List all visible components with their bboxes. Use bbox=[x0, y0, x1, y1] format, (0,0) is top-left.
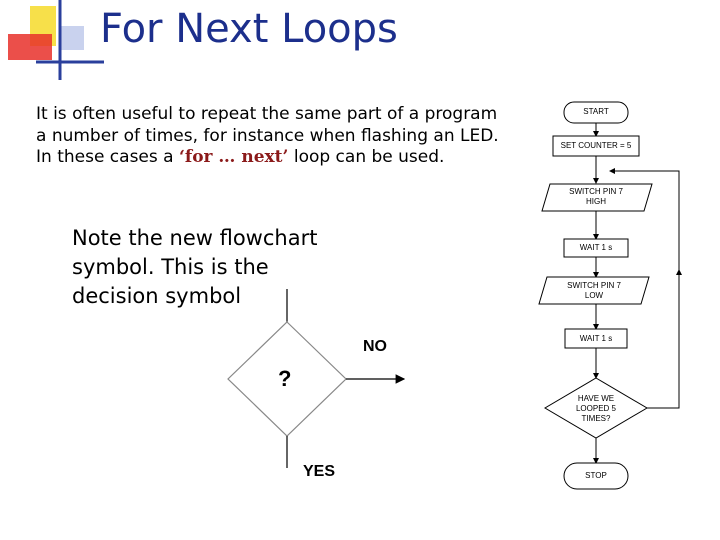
no-label: NO bbox=[363, 338, 387, 355]
for-next-keyword: ‘for … next’ bbox=[178, 147, 289, 167]
note-line-2: symbol. This is the bbox=[72, 255, 269, 279]
note-line-3: decision symbol bbox=[72, 284, 242, 308]
intro-line-3-pre: In these cases a bbox=[36, 147, 179, 167]
corner-decoration bbox=[8, 0, 104, 80]
flow-switch-high-label-2: HIGH bbox=[586, 197, 606, 206]
flow-wait2-box bbox=[564, 328, 628, 349]
note-line-1: Note the new flowchart bbox=[72, 226, 318, 250]
decision-question-mark: ? bbox=[278, 366, 292, 391]
flow-decision-label-3: TIMES? bbox=[581, 414, 611, 423]
flow-decision-diamond bbox=[544, 377, 648, 439]
flow-switch-high-io bbox=[541, 183, 653, 212]
flow-stop-terminal bbox=[563, 462, 629, 490]
flow-set-counter-box bbox=[552, 135, 640, 157]
intro-line-3: In these cases a ‘for … next’ loop can b… bbox=[36, 147, 536, 169]
yes-label: YES bbox=[303, 463, 336, 480]
flow-decision-label-2: LOOPED 5 bbox=[575, 404, 616, 413]
slide-title: For Next Loops bbox=[100, 6, 398, 52]
flow-set-counter-label: SET COUNTER = 5 bbox=[560, 141, 632, 150]
flow-decision-label-1: HAVE WE bbox=[577, 394, 615, 403]
note-text: Note the new flowchart symbol. This is t… bbox=[72, 224, 372, 311]
intro-line-2: a number of times, for instance when fla… bbox=[36, 125, 499, 146]
intro-line-1: It is often useful to repeat the same pa… bbox=[36, 104, 498, 124]
deco-red-square bbox=[8, 34, 52, 60]
flow-stop-label: STOP bbox=[585, 471, 607, 480]
flow-wait1-box bbox=[563, 238, 629, 258]
flow-start-label: START bbox=[583, 107, 609, 116]
flow-wait1-label: WAIT 1 s bbox=[579, 243, 613, 252]
flow-switch-low-label-1: SWITCH PIN 7 bbox=[567, 281, 621, 290]
flow-switch-high-label-1: SWITCH PIN 7 bbox=[569, 187, 623, 196]
intro-text: It is often useful to repeat the same pa… bbox=[36, 104, 536, 169]
intro-line-3-post: loop can be used. bbox=[288, 147, 445, 167]
flow-start-terminal bbox=[563, 101, 629, 124]
flow-wait2-label: WAIT 1 s bbox=[579, 334, 613, 343]
flow-switch-low-label-2: LOW bbox=[584, 291, 604, 300]
flow-switch-low-io bbox=[538, 276, 650, 305]
deco-blue-square bbox=[60, 26, 84, 50]
